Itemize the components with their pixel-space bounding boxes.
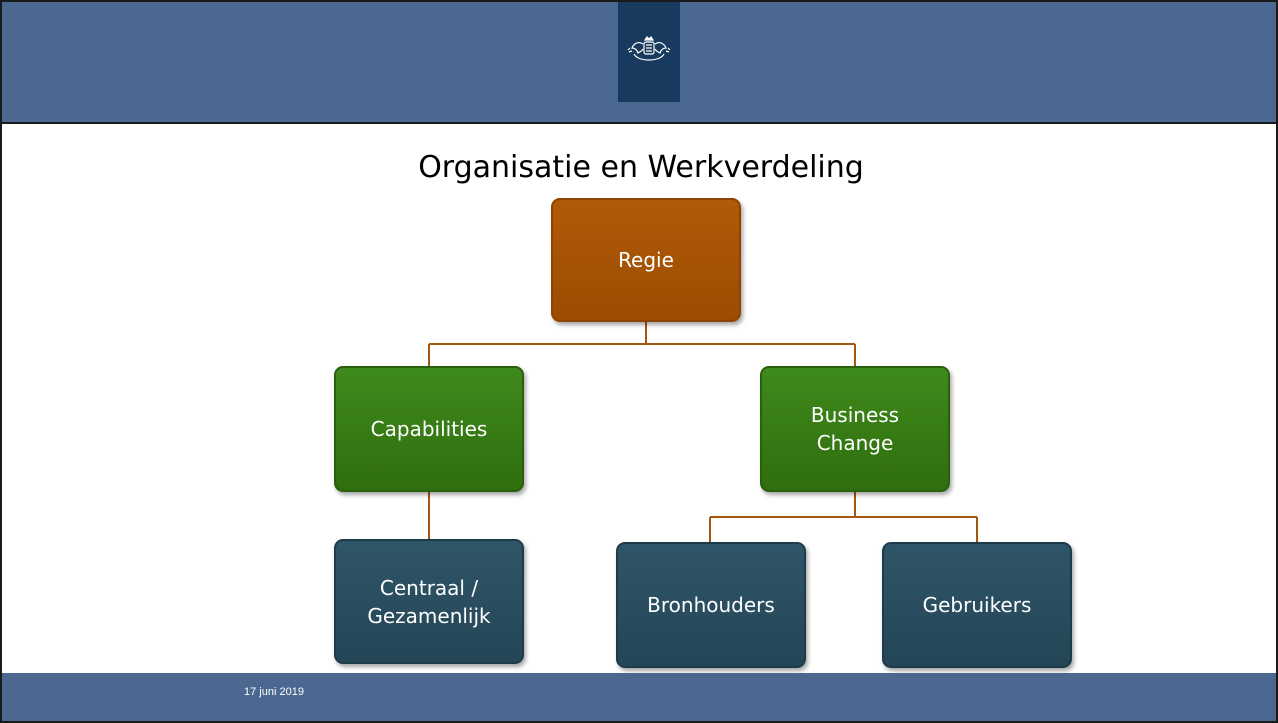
node-business-change: Business Change	[760, 366, 950, 492]
node-regie: Regie	[551, 198, 741, 322]
node-capabilities: Capabilities	[334, 366, 524, 492]
node-centraal-gezamenlijk: Centraal / Gezamenlijk	[334, 539, 524, 664]
header-band	[2, 2, 1276, 124]
rijksoverheid-coat-of-arms-icon	[627, 36, 671, 61]
footer-date: 17 juni 2019	[244, 686, 304, 698]
slide-title: Organisatie en Werkverdeling	[418, 150, 864, 185]
node-gebruikers: Gebruikers	[882, 542, 1072, 668]
node-bronhouders: Bronhouders	[616, 542, 806, 668]
logo-tab	[618, 2, 680, 102]
footer-band	[2, 673, 1276, 721]
